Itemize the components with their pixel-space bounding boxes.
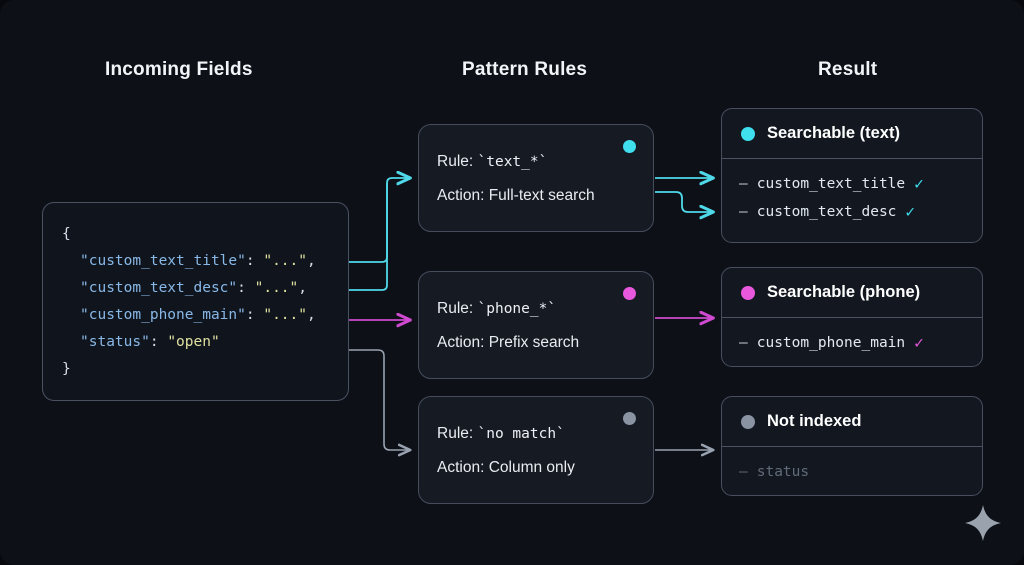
cyan-status-dot (741, 126, 755, 141)
rule-label-1: Rule: (437, 300, 478, 317)
rule-label-2: Rule: (437, 425, 478, 442)
json-key-1: "custom_text_desc" (80, 280, 238, 296)
json-sep-3: : (149, 334, 168, 350)
result-card-header-2: Not indexed (722, 397, 982, 447)
list-dash-icon: – (739, 335, 748, 351)
json-comma-2: , (307, 307, 316, 323)
json-comma-0: , (307, 253, 316, 269)
action-value-2: Column only (488, 459, 575, 476)
rule-action-row-1: Action: Prefix search (437, 334, 579, 352)
rule-pattern-1: `phone_*` (477, 301, 557, 317)
result-item-row: – custom_text_desc ✓ (739, 198, 982, 226)
incoming-fields-json-card: { "custom_text_title": "...", "custom_te… (42, 202, 349, 401)
json-value-1: "..." (254, 280, 299, 296)
result-title-2: Not indexed (767, 412, 862, 430)
check-icon: ✓ (905, 202, 916, 221)
action-value-1: Prefix search (488, 334, 580, 351)
action-label-0: Action: (437, 187, 489, 204)
result-field-name: custom_text_title (756, 176, 906, 192)
rule-action-row-2: Action: Column only (437, 459, 575, 477)
result-card-header-0: Searchable (text) (722, 109, 982, 159)
gray-status-dot (623, 412, 636, 425)
sparkle-icon (965, 505, 1001, 541)
result-card-body-2: – status (722, 447, 982, 486)
result-card-body-1: – custom_phone_main ✓ (722, 318, 982, 357)
result-field-name: custom_phone_main (756, 335, 906, 351)
pattern-rule-card-no-match[interactable]: Rule: `no match` Action: Column only (418, 396, 654, 504)
json-close-brace: } (62, 361, 71, 377)
rule-label-0: Rule: (437, 153, 478, 170)
json-sep-1: : (237, 280, 255, 296)
rule-action-row-0: Action: Full-text search (437, 187, 595, 205)
column-heading-incoming-fields: Incoming Fields (105, 59, 253, 80)
result-item-row: – custom_phone_main ✓ (739, 329, 982, 357)
action-value-0: Full-text search (488, 187, 595, 204)
json-key-3: "status" (80, 334, 150, 350)
json-key-0: "custom_text_title" (80, 253, 246, 269)
result-field-name: custom_text_desc (756, 204, 897, 220)
magenta-status-dot (741, 285, 755, 300)
rule-pattern-2: `no match` (477, 426, 565, 442)
rule-pattern-row-2: Rule: `no match` (437, 425, 565, 443)
action-label-2: Action: (437, 459, 489, 476)
result-title-0: Searchable (text) (767, 124, 900, 142)
result-card-searchable-text[interactable]: Searchable (text) – custom_text_title ✓ … (721, 108, 983, 243)
magenta-status-dot (623, 287, 636, 300)
list-dash-icon: – (739, 204, 748, 220)
result-field-name: status (756, 464, 810, 480)
check-icon: ✓ (914, 333, 924, 352)
check-icon: ✓ (914, 174, 924, 193)
json-sep-0: : (245, 253, 264, 269)
rule-pattern-row-1: Rule: `phone_*` (437, 300, 556, 318)
json-value-2: "..." (263, 307, 307, 323)
column-heading-result: Result (818, 59, 878, 80)
result-item-row: – status (739, 458, 982, 486)
result-title-1: Searchable (phone) (767, 283, 921, 301)
list-dash-icon: – (739, 464, 748, 480)
json-sep-2: : (245, 307, 264, 323)
list-dash-icon: – (739, 176, 748, 192)
action-label-1: Action: (437, 334, 489, 351)
json-code-block: { "custom_text_title": "...", "custom_te… (62, 221, 316, 383)
column-heading-pattern-rules: Pattern Rules (462, 59, 588, 80)
result-card-searchable-phone[interactable]: Searchable (phone) – custom_phone_main ✓ (721, 267, 983, 367)
gray-status-dot (741, 414, 755, 429)
result-card-header-1: Searchable (phone) (722, 268, 982, 318)
json-comma-1: , (298, 280, 307, 296)
json-open-brace: { (62, 226, 71, 242)
pattern-rule-card-phone[interactable]: Rule: `phone_*` Action: Prefix search (418, 271, 654, 379)
pattern-rule-card-text[interactable]: Rule: `text_*` Action: Full-text search (418, 124, 654, 232)
result-card-body-0: – custom_text_title ✓ – custom_text_desc… (722, 159, 982, 226)
rule-pattern-row-0: Rule: `text_*` (437, 153, 547, 171)
json-key-2: "custom_phone_main" (80, 307, 246, 323)
cyan-status-dot (623, 140, 636, 153)
rule-pattern-0: `text_*` (477, 154, 548, 170)
json-value-3: "open" (167, 334, 220, 350)
json-value-0: "..." (263, 253, 307, 269)
result-card-not-indexed[interactable]: Not indexed – status (721, 396, 983, 496)
result-item-row: – custom_text_title ✓ (739, 170, 982, 198)
